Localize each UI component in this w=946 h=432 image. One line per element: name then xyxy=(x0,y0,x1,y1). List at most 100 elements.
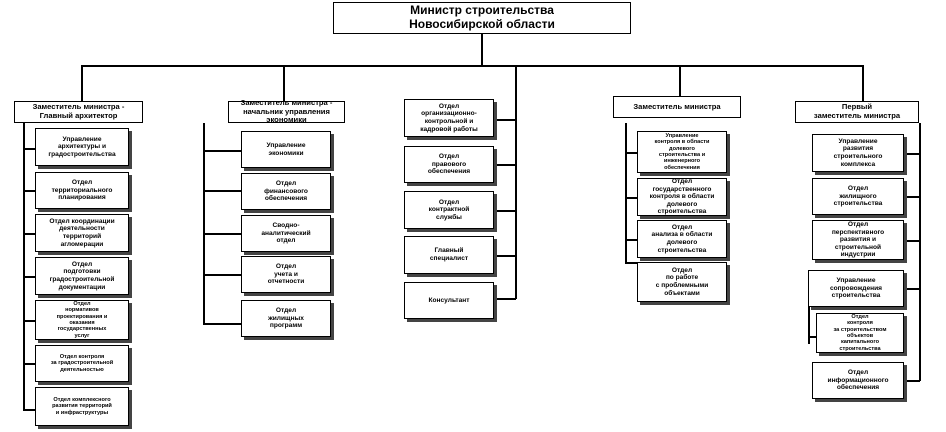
connector xyxy=(625,262,637,264)
connector xyxy=(625,239,637,241)
minister-label: Министр строительства Новосибирской обла… xyxy=(409,3,555,31)
connector xyxy=(203,274,241,276)
unit-label: Отдел правового обеспечения xyxy=(427,153,471,176)
unit-housing-construction: Отдел жилищного строительства xyxy=(812,178,904,215)
connector xyxy=(515,65,517,299)
connector xyxy=(23,233,35,235)
unit-construction-control: Отдел контроля за строительством объекто… xyxy=(816,313,904,353)
connector xyxy=(203,123,205,324)
unit-territory-development: Отдел комплексного развития территорий и… xyxy=(35,387,129,426)
unit-contract-service: Отдел контрактной службы xyxy=(404,191,494,229)
unit-label: Отдел нормативов проектирования и оказан… xyxy=(56,300,108,339)
unit-urban-control: Отдел контроля за градостроительной деят… xyxy=(35,345,129,382)
unit-label: Отдел контроля за градостроительной деят… xyxy=(50,353,114,373)
connector xyxy=(808,336,816,338)
connector xyxy=(23,363,35,365)
unit-label: Управление контроля в области долевого с… xyxy=(654,132,710,171)
connector xyxy=(494,210,516,212)
connector xyxy=(203,233,241,235)
unit-state-control: Отдел государственного контроля в област… xyxy=(637,178,727,216)
connector xyxy=(23,409,35,411)
unit-construction-complex: Управление развития строительного компле… xyxy=(812,134,904,172)
deputy-chief-architect: Заместитель министра - Главный архитекто… xyxy=(14,101,143,123)
first-deputy-minister: Первый заместитель министра xyxy=(795,101,919,123)
connector xyxy=(679,65,681,101)
unit-territorial-planning: Отдел территориального планирования xyxy=(35,172,129,209)
unit-agglomeration: Отдел координации деятельности территори… xyxy=(35,214,129,252)
unit-accounting: Отдел учета и отчетности xyxy=(241,256,331,293)
unit-label: Отдел по работе с проблемными объектами xyxy=(655,266,709,297)
connector xyxy=(494,298,516,300)
unit-label: Отдел государственного контроля в област… xyxy=(649,178,715,216)
deputy-economics: Заместитель министра - начальник управле… xyxy=(228,97,345,125)
connector xyxy=(203,323,241,325)
unit-shared-construction-control: Управление контроля в области долевого с… xyxy=(637,131,727,173)
connector xyxy=(494,119,516,121)
unit-label: Управление архитектуры и градостроительс… xyxy=(48,135,116,158)
connector xyxy=(862,65,864,101)
unit-label: Отдел финансового обеспечения xyxy=(264,180,308,203)
connector xyxy=(904,288,920,290)
deputy-label: Первый заместитель министра xyxy=(813,102,901,120)
unit-label: Консультант xyxy=(428,296,470,304)
connector xyxy=(23,148,35,150)
unit-urban-documentation: Отдел подготовки градостроительной докум… xyxy=(35,257,129,295)
deputy-label: Заместитель министра - Главный архитекто… xyxy=(32,102,125,120)
deputy-label: Заместитель министра - начальник управле… xyxy=(240,97,333,125)
connector xyxy=(904,196,920,198)
connector xyxy=(283,65,285,101)
unit-label: Управление развития строительного компле… xyxy=(833,137,883,168)
connector xyxy=(919,123,921,381)
unit-label: Управление экономики xyxy=(266,141,306,157)
unit-economics-dept: Управление экономики xyxy=(241,131,331,168)
unit-label: Отдел подготовки градостроительной докум… xyxy=(49,260,115,291)
connector xyxy=(494,255,516,257)
unit-label: Отдел анализа в области долевого строите… xyxy=(651,223,713,254)
unit-chief-specialist: Главный специалист xyxy=(404,236,494,274)
unit-label: Отдел территориального планирования xyxy=(51,179,113,202)
deputy-label: Заместитель министра xyxy=(633,101,721,111)
unit-label: Отдел жилищного строительства xyxy=(833,185,883,208)
connector xyxy=(904,153,920,155)
connector xyxy=(481,34,483,66)
connector xyxy=(494,164,516,166)
unit-label: Отдел жилищных программ xyxy=(268,307,304,330)
connector xyxy=(808,296,810,344)
connector xyxy=(625,197,637,199)
unit-label: Отдел координации деятельности территори… xyxy=(49,217,115,248)
deputy-minister: Заместитель министра xyxy=(613,96,741,118)
connector xyxy=(23,190,35,192)
unit-label: Отдел комплексного развития территорий и… xyxy=(52,396,112,416)
connector xyxy=(203,150,241,152)
unit-analysis: Отдел анализа в области долевого строите… xyxy=(637,220,727,258)
connector xyxy=(23,121,25,410)
unit-organizational-hr: Отдел организационно- контрольной и кадр… xyxy=(404,99,494,137)
unit-label: Отдел учета и отчетности xyxy=(267,263,305,286)
unit-information-support: Отдел информационного обеспечения xyxy=(812,362,904,399)
connector xyxy=(81,65,863,67)
unit-analytics: Сводно- аналитический отдел xyxy=(241,215,331,252)
unit-label: Отдел перспективного развития и строител… xyxy=(831,221,885,259)
minister-box: Министр строительства Новосибирской обла… xyxy=(333,2,631,34)
connector xyxy=(625,152,637,154)
unit-label: Сводно- аналитический отдел xyxy=(261,222,311,245)
unit-label: Управление сопровождения строительства xyxy=(829,277,883,300)
connector xyxy=(23,276,35,278)
connector xyxy=(203,190,241,192)
unit-label: Главный специалист xyxy=(429,247,469,262)
unit-financial-support: Отдел финансового обеспечения xyxy=(241,173,331,210)
unit-construction-support: Управление сопровождения строительства xyxy=(808,270,904,307)
unit-legal-support: Отдел правового обеспечения xyxy=(404,146,494,183)
unit-label: Отдел информационного обеспечения xyxy=(827,369,889,392)
connector xyxy=(904,240,920,242)
connector xyxy=(81,65,83,101)
connector xyxy=(625,123,627,263)
unit-label: Отдел организационно- контрольной и кадр… xyxy=(420,102,478,133)
unit-consultant: Консультант xyxy=(404,282,494,319)
unit-perspective-development: Отдел перспективного развития и строител… xyxy=(812,220,904,260)
connector xyxy=(904,380,920,382)
unit-label: Отдел контроля за строительством объекто… xyxy=(833,313,887,352)
connector xyxy=(23,320,35,322)
unit-problem-objects: Отдел по работе с проблемными объектами xyxy=(637,262,727,302)
unit-architecture-dept: Управление архитектуры и градостроительс… xyxy=(35,128,129,166)
